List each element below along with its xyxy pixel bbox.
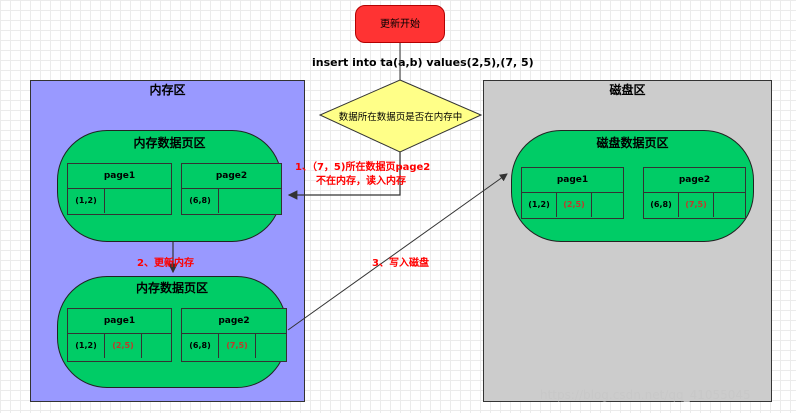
record-cell: (6,8): [182, 189, 219, 213]
page-box-page1: page1 (1,2) (2,5): [67, 308, 172, 362]
start-node: 更新开始: [355, 5, 445, 43]
page-name: page1: [522, 168, 623, 193]
watermark: https://blog.csdn.net/qq_41055045: [540, 388, 751, 402]
page-name: page2: [182, 309, 286, 334]
memory-page-pool-bottom: 内存数据页区 page1 (1,2) (2,5) page2 (6,8) (7,…: [57, 276, 287, 388]
page-box-page2: page2 (6,8) (7,5): [181, 308, 287, 362]
page-name: page2: [182, 164, 281, 189]
record-cell: (1,2): [522, 193, 557, 217]
record-cell-new: (2,5): [557, 193, 592, 217]
record-cell: (6,8): [644, 193, 679, 217]
page-name: page1: [68, 309, 171, 334]
page-box-page1: page1 (1,2) (2,5): [521, 167, 624, 219]
record-cell-new: (7,5): [219, 334, 256, 358]
arrow-write-disk: [287, 173, 508, 331]
decision-label: 数据所在数据页是否在内存中: [338, 112, 463, 123]
arrow-load-to-memory: [287, 152, 401, 200]
step1-annotation-line1: 1、（7，5)所在数据页page2: [295, 162, 431, 173]
page-box-page2: page2 (6,8): [181, 163, 282, 215]
disk-page-pool: 磁盘数据页区 page1 (1,2) (2,5) page2 (6,8) (7,…: [511, 130, 754, 242]
record-cell: (6,8): [182, 334, 219, 358]
record-cell-new: (2,5): [105, 334, 142, 358]
page-name: page1: [68, 164, 171, 189]
page-name: page2: [644, 168, 745, 193]
memory-pool-bottom-title: 内存数据页区: [135, 281, 208, 295]
memory-page-pool-top: 内存数据页区 page1 (1,2) page2 (6,8): [57, 130, 282, 242]
sql-statement: insert into ta(a,b) values(2,5),(7, 5): [312, 56, 534, 69]
step1-annotation-line2: 不在内存，读入内存: [316, 176, 406, 187]
step2-annotation: 2、更新内存: [137, 258, 194, 269]
page-box-page2: page2 (6,8) (7,5): [643, 167, 746, 219]
memory-pool-top-title: 内存数据页区: [133, 136, 206, 150]
memory-region-title: 内存区: [149, 83, 186, 97]
record-cell-new: (7,5): [679, 193, 714, 217]
page-box-page1: page1 (1,2): [67, 163, 172, 215]
record-cell: (1,2): [68, 334, 105, 358]
record-cell: (1,2): [68, 189, 105, 213]
disk-pool-title: 磁盘数据页区: [596, 136, 669, 150]
disk-region-title: 磁盘区: [609, 83, 646, 97]
step3-annotation: 3、写入磁盘: [372, 258, 429, 269]
